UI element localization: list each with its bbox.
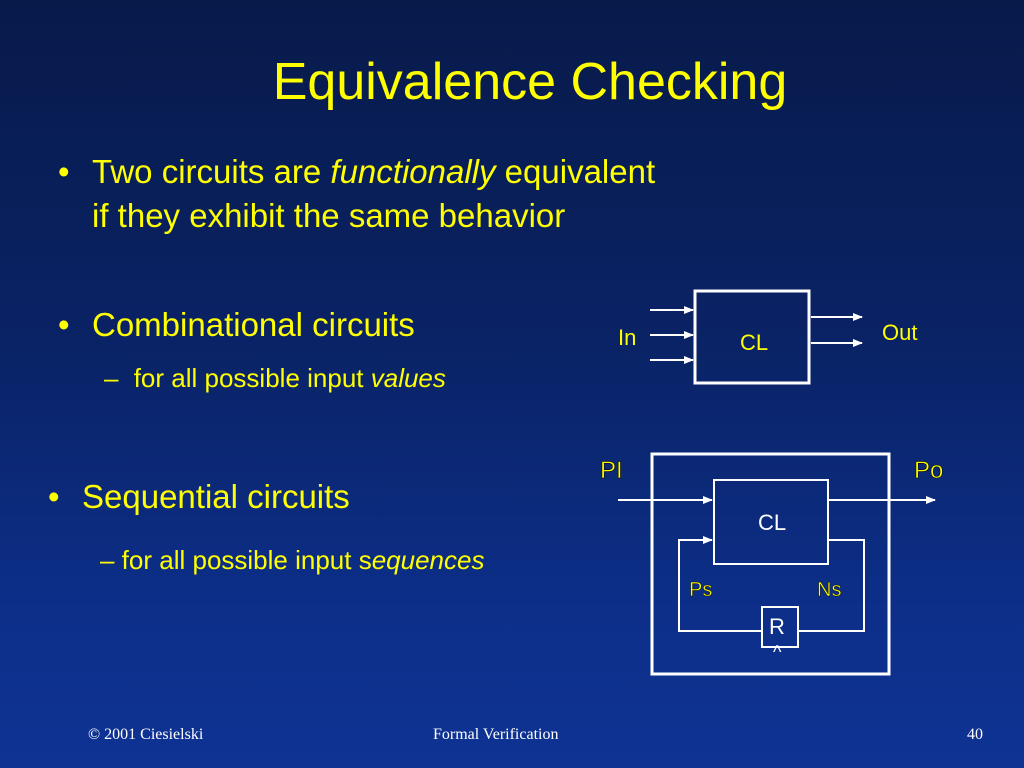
bullet-glyph: • [58,153,70,190]
register-block [761,606,799,648]
bullet-combinational: • Combinational circuits [58,303,415,347]
bullet-glyph: • [48,478,60,515]
sub-bullet-text-emphasis: values [370,363,446,393]
bullet-text-line2: if they exhibit the same behavior [92,197,566,234]
combinational-diagram: In CL Out [618,289,917,385]
dash-glyph: – [104,363,119,393]
slide-title: Equivalence Checking [272,53,788,111]
register-label: R [769,614,785,639]
in-label: In [618,325,636,350]
bullet-functional-equivalence: • Two circuits are functionally equivale… [58,150,656,238]
bullet-text: Combinational circuits [92,306,415,343]
bullet-text-post: equivalent [495,153,656,190]
po-label: Po [914,457,943,484]
cl-block [693,289,811,385]
pi-label: PI [600,457,623,484]
sub-bullet-text-pre: for all possible input [133,363,371,393]
out-label: Out [882,320,917,345]
bullet-text-pre: Two circuits are [92,153,331,190]
ns-feedback-wire [798,539,865,632]
footer-course-title: Formal Verification [433,726,559,743]
bullet-text-emphasis: functionally [330,153,496,190]
ps-label: Ps [689,579,712,601]
sub-bullet-text-pre: – for all possible input s [100,545,372,575]
sub-bullet-sequences: – for all possible input sequences [100,544,484,576]
bullet-glyph: • [58,306,70,343]
bullet-sequential: • Sequential circuits [48,475,350,519]
bullet-text: Sequential circuits [82,478,350,515]
sub-bullet-text-emphasis: equences [371,545,485,575]
footer-page-number: 40 [967,726,983,743]
clock-glyph: ^ [773,642,782,662]
sequential-diagram: R ^ PI Po CL Ps Ns [600,452,944,676]
cl-label: CL [740,330,768,355]
ps-feedback-wire [678,536,762,632]
cl-block [713,479,829,565]
footer-copyright: © 2001 Ciesielski [88,726,204,743]
ns-label: Ns [817,579,841,601]
cl-label: CL [758,510,786,535]
sub-bullet-values: – for all possible input values [104,362,446,394]
outer-block [650,452,891,676]
